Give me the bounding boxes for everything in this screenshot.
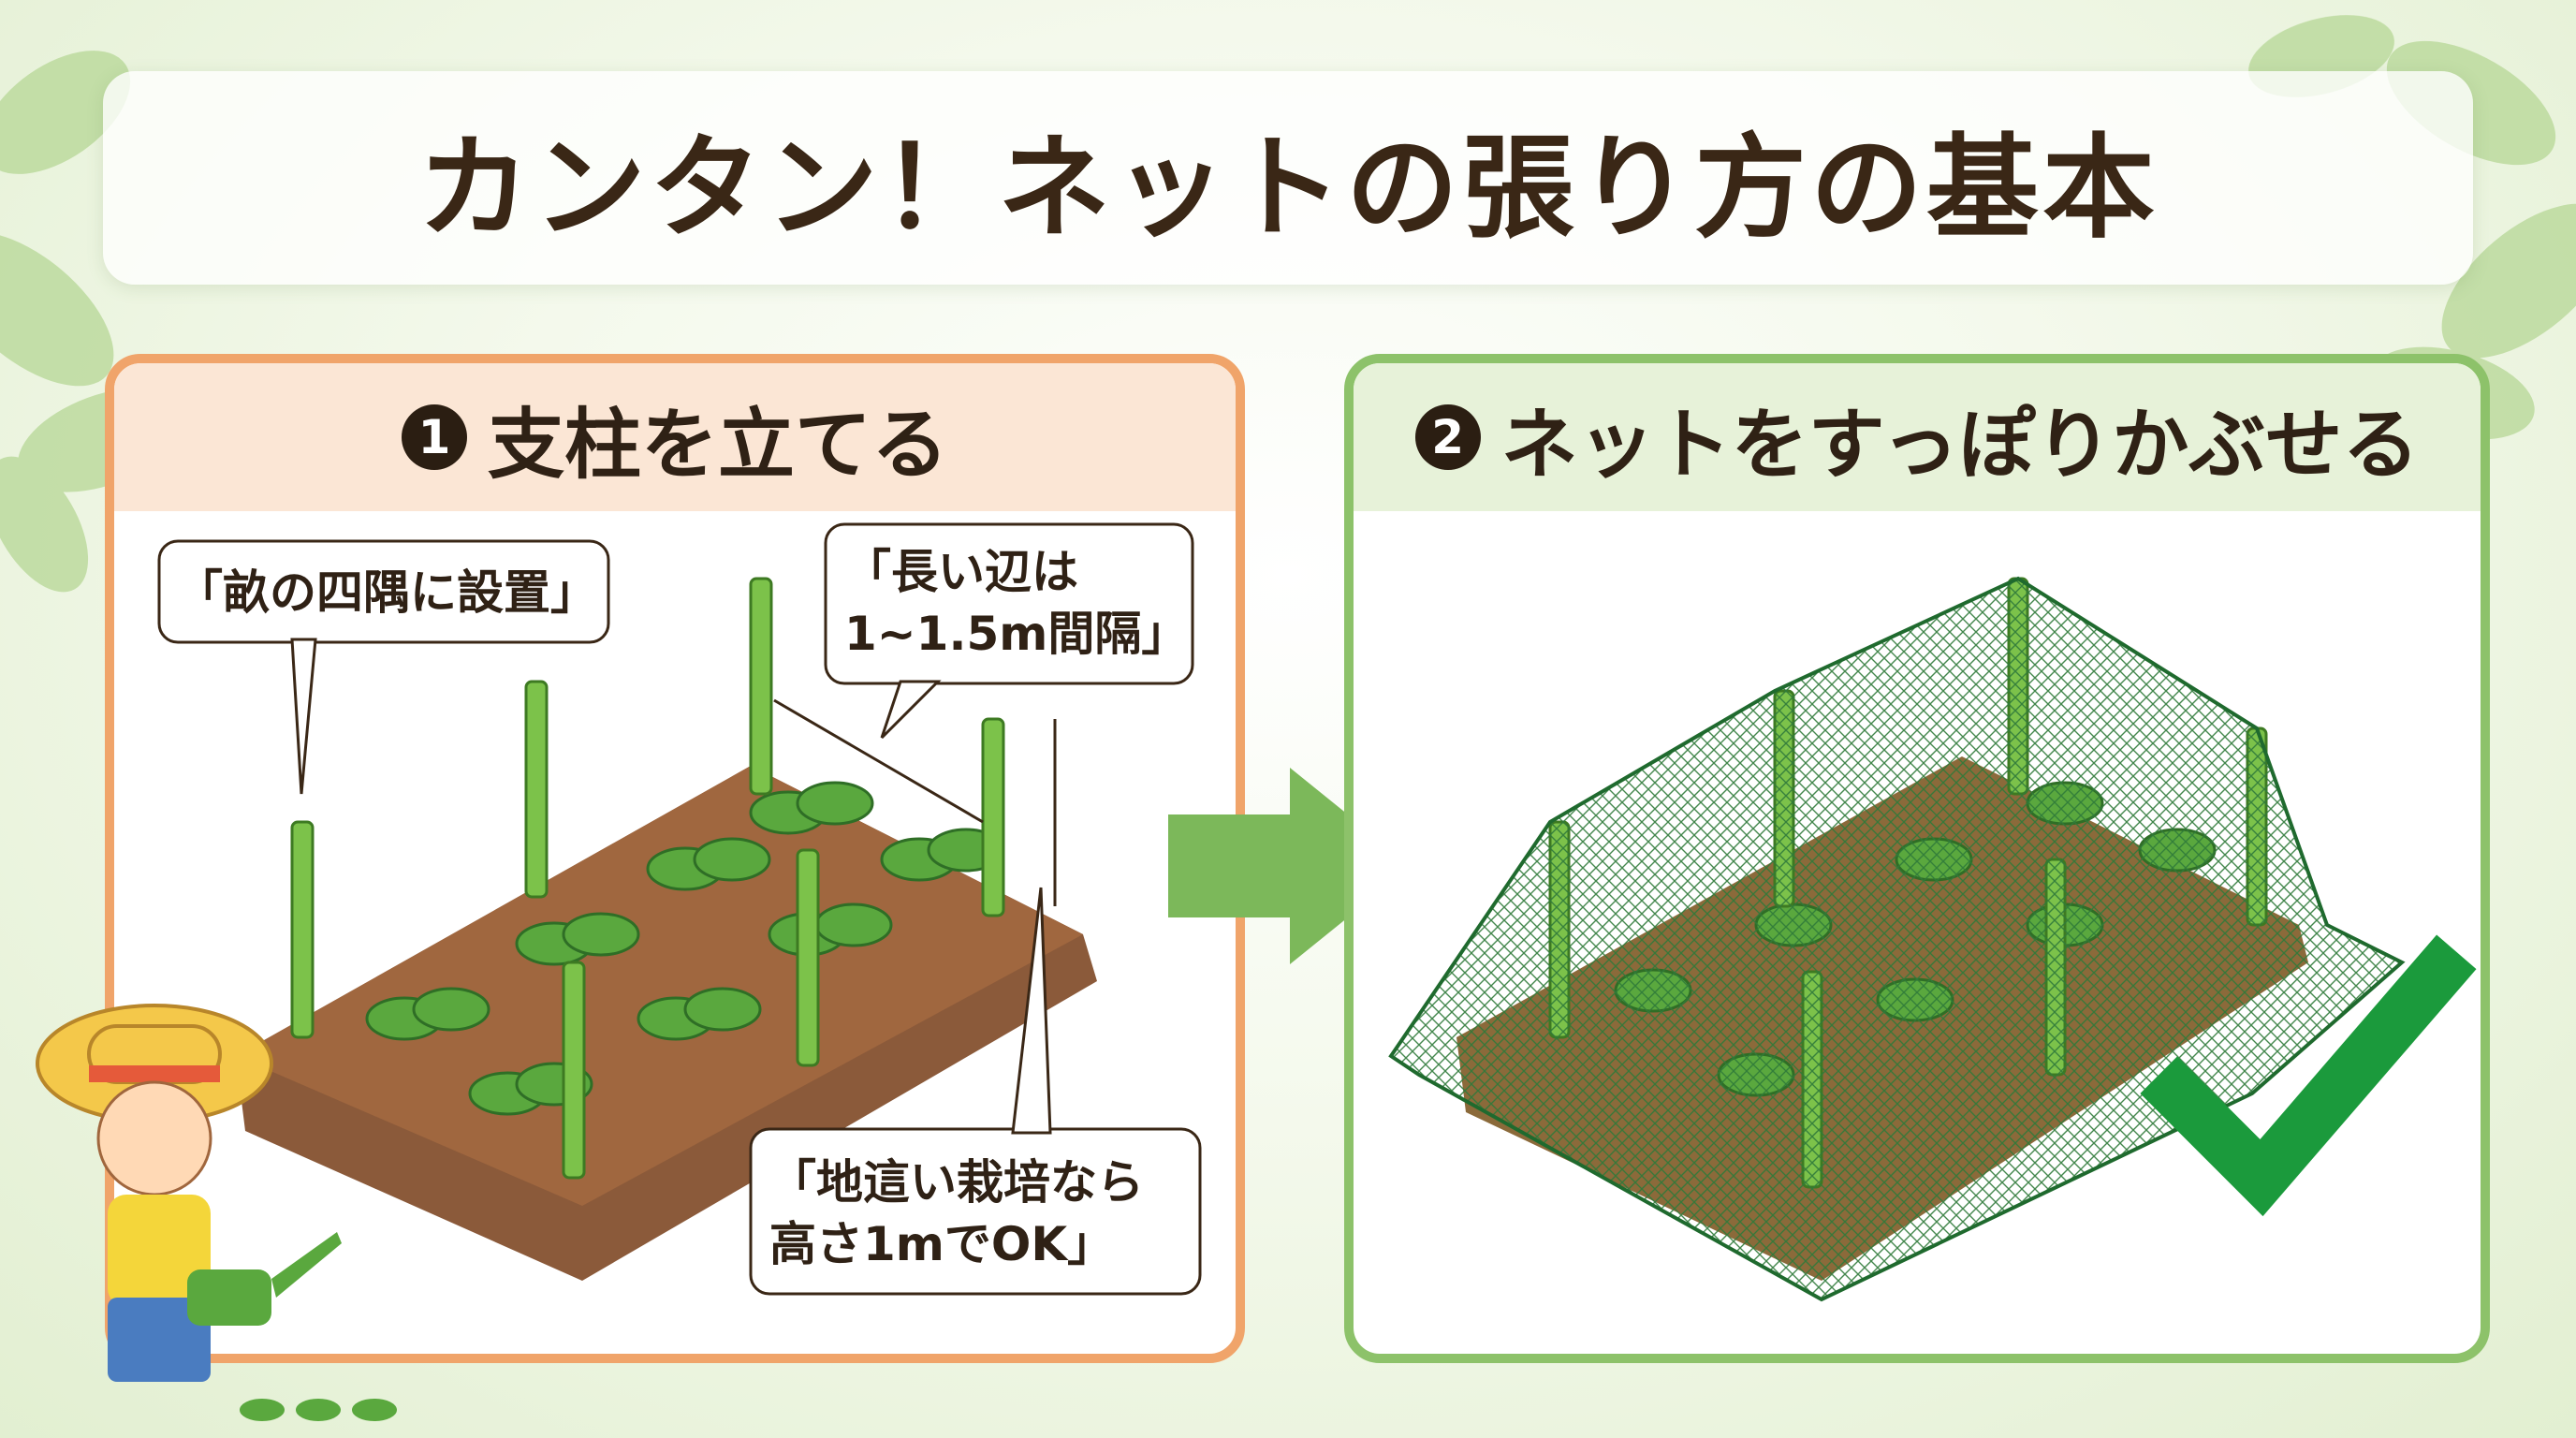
step2-panel: 2 ネットをすっぽりかぶせる [1344, 354, 2490, 1363]
pole [749, 577, 773, 796]
callout-height-text: 「地這い栽培なら 高さ1mでOK」 [769, 1155, 1144, 1271]
leaf-icon [637, 987, 762, 1041]
step1-panel: 1 支柱を立てる [105, 354, 1245, 1363]
step1-label: 支柱を立てる [487, 400, 948, 490]
step1-number: 1 [401, 404, 467, 470]
step1-illustration [157, 522, 1202, 1296]
callout-bubble-interval [824, 522, 1194, 685]
step2-label: ネットをすっぽりかぶせる [1500, 400, 2420, 490]
leaf-icon [515, 912, 640, 966]
leaf-icon [365, 987, 490, 1041]
callout-bubble-height [749, 1127, 1202, 1296]
net [1388, 576, 2406, 1302]
checkmark-icon [2140, 934, 2477, 1217]
step2-number: 2 [1414, 404, 1481, 470]
step1-header: 1 支柱を立てる [114, 363, 1236, 511]
gardener-character [36, 1004, 397, 1421]
step2-illustration [1388, 576, 2477, 1302]
title-banner: カンタン！ネットの張り方の基本 [103, 71, 2473, 285]
page-title: カンタン！ネットの張り方の基本 [417, 124, 2159, 254]
leaf-icon [646, 837, 771, 891]
pole [290, 820, 315, 1039]
callout-corner-text: 「畝の四隅に設置」 [176, 565, 597, 620]
poles [290, 577, 1005, 1180]
leaf-icon [749, 781, 874, 835]
callout-bubble-corner [157, 539, 610, 644]
step2-header: 2 ネットをすっぽりかぶせる [1354, 363, 2481, 511]
callout-interval-text: 「長い辺は 1~1.5m間隔」 [844, 545, 1189, 661]
callout-bubbles [157, 522, 1202, 1296]
pole [524, 680, 549, 899]
pole [796, 848, 820, 1067]
pole [562, 961, 586, 1180]
pole [981, 717, 1005, 917]
watering-can-icon [187, 1232, 342, 1326]
